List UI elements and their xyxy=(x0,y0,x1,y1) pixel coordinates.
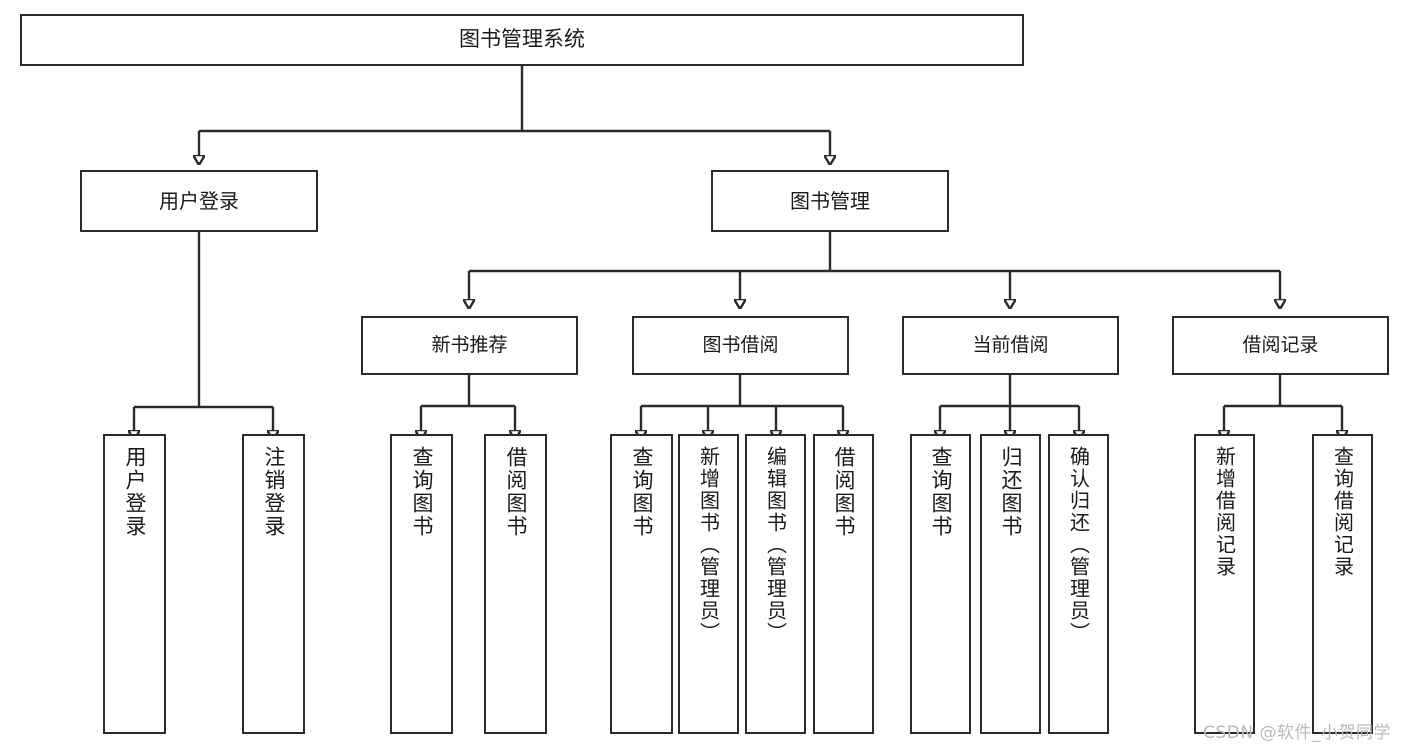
leaf-new-book-query[interactable]: 查询图书 xyxy=(390,434,453,734)
leaf-user-login-logout[interactable]: 注销登录 xyxy=(242,434,305,734)
node-book-management[interactable]: 图书管理 xyxy=(711,170,949,232)
leaf-borrow-record-query-label: 查询借阅记录 xyxy=(1330,446,1355,578)
leaf-book-borrow-query-label: 查询图书 xyxy=(630,446,654,538)
leaf-current-borrow-query[interactable]: 查询图书 xyxy=(910,434,971,734)
node-current-borrow[interactable]: 当前借阅 xyxy=(902,316,1119,375)
leaf-book-borrow-query[interactable]: 查询图书 xyxy=(610,434,673,734)
node-user-login[interactable]: 用户登录 xyxy=(80,170,318,232)
leaf-borrow-record-query[interactable]: 查询借阅记录 xyxy=(1312,434,1373,734)
node-new-book-recommend[interactable]: 新书推荐 xyxy=(361,316,578,375)
leaf-book-borrow-add[interactable]: 新增图书（管理员） xyxy=(678,434,739,734)
node-book-management-label: 图书管理 xyxy=(790,188,870,213)
node-new-book-recommend-label: 新书推荐 xyxy=(431,333,508,356)
node-borrow-record-label: 借阅记录 xyxy=(1242,333,1319,356)
node-book-borrow-label: 图书借阅 xyxy=(702,333,779,356)
leaf-current-borrow-return-label: 归还图书 xyxy=(999,446,1023,538)
leaf-book-borrow-edit-label: 编辑图书（管理员） xyxy=(763,446,788,644)
leaf-new-book-borrow-label: 借阅图书 xyxy=(504,446,528,538)
leaf-borrow-record-add[interactable]: 新增借阅记录 xyxy=(1194,434,1255,734)
leaf-book-borrow-borrow[interactable]: 借阅图书 xyxy=(813,434,874,734)
leaf-current-borrow-confirm[interactable]: 确认归还（管理员） xyxy=(1048,434,1109,734)
leaf-current-borrow-query-label: 查询图书 xyxy=(929,446,953,538)
leaf-user-login-login-label: 用户登录 xyxy=(123,446,147,538)
node-root-label: 图书管理系统 xyxy=(459,27,585,52)
node-root[interactable]: 图书管理系统 xyxy=(20,14,1024,66)
leaf-user-login-logout-label: 注销登录 xyxy=(262,446,286,538)
leaf-new-book-borrow[interactable]: 借阅图书 xyxy=(484,434,547,734)
leaf-current-borrow-confirm-label: 确认归还（管理员） xyxy=(1066,446,1091,644)
node-user-login-label: 用户登录 xyxy=(159,188,239,213)
leaf-book-borrow-add-label: 新增图书（管理员） xyxy=(696,446,721,644)
leaf-book-borrow-edit[interactable]: 编辑图书（管理员） xyxy=(745,434,806,734)
watermark: CSDN @软件_小贺同学 xyxy=(1203,723,1391,743)
node-borrow-record[interactable]: 借阅记录 xyxy=(1172,316,1389,375)
leaf-new-book-query-label: 查询图书 xyxy=(410,446,434,538)
leaf-borrow-record-add-label: 新增借阅记录 xyxy=(1212,446,1237,578)
node-book-borrow[interactable]: 图书借阅 xyxy=(632,316,849,375)
leaf-book-borrow-borrow-label: 借阅图书 xyxy=(832,446,856,538)
node-current-borrow-label: 当前借阅 xyxy=(972,333,1049,356)
leaf-current-borrow-return[interactable]: 归还图书 xyxy=(980,434,1041,734)
leaf-user-login-login[interactable]: 用户登录 xyxy=(103,434,166,734)
